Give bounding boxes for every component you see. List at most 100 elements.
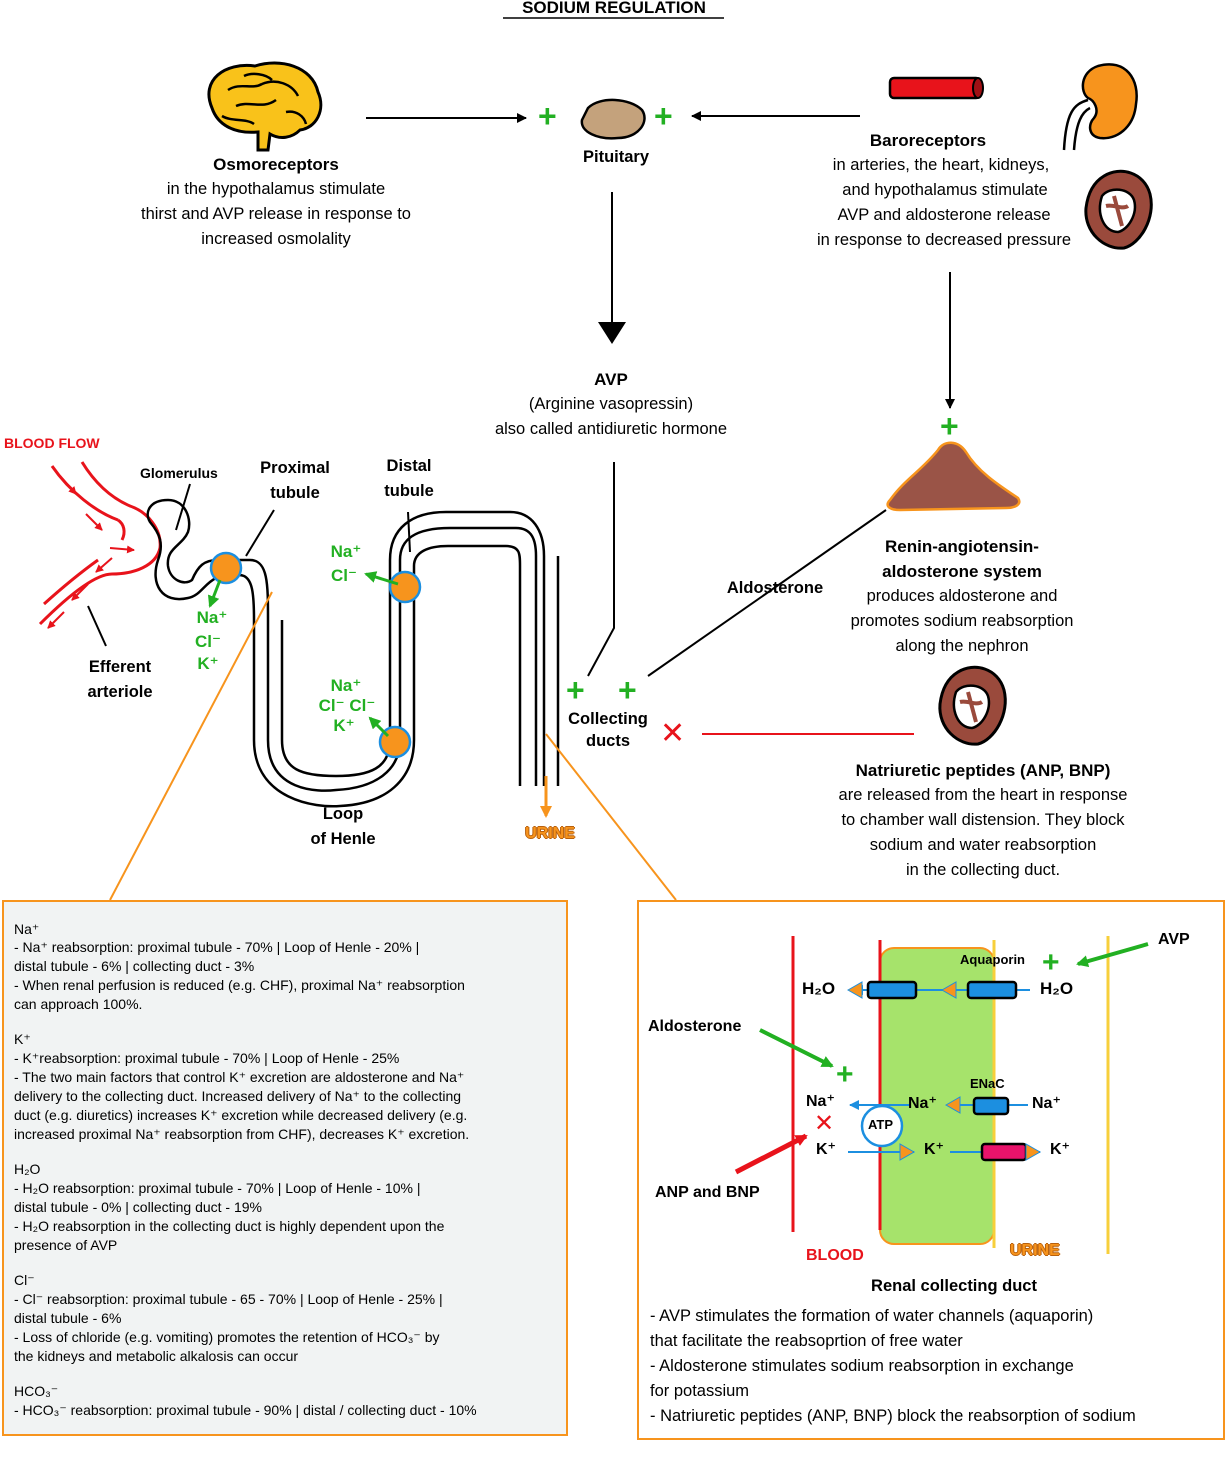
cd-h2o-right: H₂O — [1040, 979, 1074, 998]
avp-heading: AVP — [594, 370, 628, 389]
avp-line: (Arginine vasopressin) — [528, 395, 694, 413]
cd-k-blood: K⁺ — [816, 1141, 836, 1158]
brain-icon — [207, 61, 323, 152]
efferent-pointer — [87, 605, 107, 647]
aldosterone-line — [647, 509, 887, 677]
collecting-ducts-label: ducts — [585, 732, 631, 750]
raas-line: promotes sodium reabsorption — [850, 612, 1074, 630]
blood-vessel — [38, 461, 162, 626]
h2o-line: - H₂O reabsorption in the collecting duc… — [14, 1218, 445, 1234]
cd-k-urine: K⁺ — [1050, 1141, 1070, 1158]
na-heading: Na⁺ — [14, 921, 40, 937]
natriuretic-line: in the collecting duct. — [905, 861, 1061, 879]
baroreceptors-line: and hypothalamus stimulate — [842, 181, 1048, 199]
ion-label: K⁺ — [333, 716, 355, 735]
cd-title: Renal collecting duct — [871, 1277, 1037, 1295]
cd-aldosterone-plus: + — [836, 1058, 854, 1091]
hco3-line: - HCO₃⁻ reabsorption: proximal tubule - … — [14, 1402, 477, 1418]
cd-avp-label: AVP — [1158, 931, 1190, 948]
cd-avp-plus: + — [1042, 946, 1060, 979]
k-line: - The two main factors that control K⁺ e… — [14, 1069, 465, 1085]
cl-heading: Cl⁻ — [14, 1272, 35, 1288]
cd-bullet: that facilitate the reabsoprtion of free… — [650, 1332, 963, 1350]
cd-na-cell: Na⁺ — [908, 1095, 937, 1112]
ion-label: K⁺ — [197, 654, 219, 673]
cd-urine-label: URINE — [1010, 1242, 1060, 1259]
raas-line: produces aldosterone and — [866, 587, 1058, 605]
ion-label: Na⁺ — [330, 676, 362, 695]
raas-heading: Renin-angiotensin- — [885, 537, 1039, 556]
pituitary-to-avp-arrowhead — [598, 322, 626, 344]
blood-flow-arrows — [47, 475, 135, 629]
heart-icon-natriuretic — [938, 665, 1007, 746]
h2o-line: presence of AVP — [14, 1237, 118, 1253]
cd-bullet: for potassium — [650, 1382, 750, 1400]
cd-na-urine: Na⁺ — [1032, 1095, 1061, 1112]
pituitary-plus-right: + — [654, 98, 673, 134]
raas-line: along the nephron — [895, 637, 1029, 655]
ion-label: Cl⁻ — [331, 566, 357, 585]
proximal-transporter — [209, 551, 243, 585]
callout-line-left — [109, 591, 273, 901]
natriuretic-line: sodium and water reabsorption — [869, 836, 1097, 854]
raas-plus: + — [940, 408, 959, 444]
aldosterone-label: Aldosterone — [726, 579, 824, 597]
h2o-line: - H₂O reabsorption: proximal tubule - 70… — [14, 1180, 421, 1196]
osmoreceptors-line: increased osmolality — [201, 230, 351, 248]
blood-flow-label: BLOOD FLOW — [4, 435, 100, 451]
distal-pointer — [407, 511, 411, 553]
cd-block-icon: ✕ — [814, 1110, 835, 1137]
proximal-pointer — [245, 509, 275, 557]
distal-ion-arrow — [364, 571, 399, 586]
cd-bullet: - AVP stimulates the formation of water … — [650, 1307, 1094, 1325]
na-line: - Na⁺ reabsorption: proximal tubule - 70… — [14, 939, 420, 955]
kidney-icon — [1062, 63, 1138, 151]
cd-atp-label: ATP — [868, 1117, 894, 1132]
baroreceptors-line: in arteries, the heart, kidneys, — [832, 156, 1050, 174]
proximal-ion-arrow — [207, 579, 222, 608]
baroreceptors-line: AVP and aldosterone release — [837, 206, 1051, 224]
pituitary-label: Pituitary — [582, 148, 650, 166]
na-line: distal tubule - 6% | collecting duct - 3… — [14, 958, 255, 974]
collecting-ducts-label: Collecting — [568, 710, 648, 728]
glomerulus-label: Glomerulus — [140, 465, 218, 481]
raas-heading: aldosterone system — [882, 562, 1042, 581]
loop-of-henle-label: Loop — [322, 805, 364, 823]
efferent-arteriole-label: Efferent — [88, 658, 152, 676]
reabsorption-panel: Na⁺ - Na⁺ reabsorption: proximal tubule … — [2, 900, 568, 1436]
cd-na-blood: Na⁺ — [806, 1093, 835, 1110]
cl-line: distal tubule - 6% — [14, 1310, 122, 1326]
avp-line: also called antidiuretic hormone — [494, 420, 728, 438]
loop-ion-arrow — [368, 716, 390, 738]
collecting-duct-illustration — [734, 936, 1149, 1254]
cd-aquaporin-label: Aquaporin — [960, 952, 1025, 967]
natriuretic-line: are released from the heart in response — [838, 786, 1128, 804]
k-line: delivery to the collecting duct. Increas… — [14, 1088, 462, 1104]
callout-line-right — [545, 733, 677, 901]
proximal-tubule-label: tubule — [270, 484, 320, 502]
loop-of-henle-label: of Henle — [310, 830, 376, 848]
pituitary-icon — [580, 98, 646, 140]
h2o-line: distal tubule - 0% | collecting duct - 1… — [14, 1199, 262, 1215]
distal-tubule-label: Distal — [386, 457, 432, 475]
collecting-duct-panel — [637, 900, 1225, 1440]
cl-line: - Cl⁻ reabsorption: proximal tubule - 65… — [14, 1291, 443, 1307]
k-line: increased proximal Na⁺ reabsorption from… — [14, 1126, 470, 1142]
osmoreceptors-heading: Osmoreceptors — [213, 155, 339, 174]
hco3-heading: HCO₃⁻ — [14, 1383, 59, 1399]
distal-tubule-label: tubule — [384, 482, 434, 500]
cl-line: - Loss of chloride (e.g. vomiting) promo… — [14, 1329, 440, 1345]
baroreceptors-line: in response to decreased pressure — [816, 231, 1072, 249]
duct-block-icon: ✕ — [660, 717, 686, 750]
na-line: can approach 100%. — [14, 996, 143, 1012]
baroreceptors-heading: Baroreceptors — [869, 131, 987, 150]
pituitary-plus-left: + — [538, 98, 557, 134]
natriuretic-heading: Natriuretic peptides (ANP, BNP) — [855, 761, 1111, 780]
natriuretic-line: to chamber wall distension. They block — [841, 811, 1125, 829]
osmoreceptors-line: in the hypothalamus stimulate — [166, 180, 386, 198]
cd-anp-bnp-label: ANP and BNP — [655, 1184, 760, 1201]
ion-label: Cl⁻ Cl⁻ — [318, 696, 376, 715]
cl-line: the kidneys and metabolic alkalosis can … — [14, 1348, 299, 1364]
duct-plus-aldosterone: + — [618, 672, 637, 708]
